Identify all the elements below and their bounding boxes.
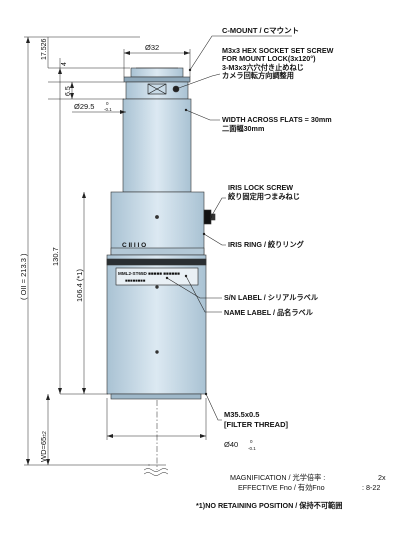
footnote-no-retaining: *1)NO RETAINING POSITION / 保持不可範囲	[196, 501, 343, 510]
callout-width-flats-jp: 二面幅30mm	[222, 124, 264, 133]
callout-width-flats: WIDTH ACROSS FLATS = 30mm	[222, 115, 332, 124]
callout-iris-lock-1: IRIS LOCK SCREW	[228, 183, 293, 192]
callout-set-screw-2: FOR MOUNT LOCK(3x120°)	[222, 54, 316, 63]
callout-set-screw-1: M3x3 HEX SOCKET SET SCREW	[222, 46, 334, 55]
dim-diameter-40-tol-lower: -0.1	[248, 446, 256, 451]
iris-scale-marks: C II I I O	[122, 242, 146, 249]
wd-tolerance: ±2	[42, 431, 48, 437]
iris-ring-lower-band	[110, 247, 205, 256]
lens-body	[106, 67, 216, 400]
filter-thread	[110, 393, 202, 400]
spec-magnification-value: 2x	[378, 473, 386, 482]
center-axis	[136, 67, 178, 476]
dim-diameter-40-tol-upper: 0	[250, 439, 253, 444]
dimension-arrows	[26, 37, 86, 465]
callout-iris-ring: IRIS RING / 絞りリング	[228, 240, 305, 249]
dim-diameter-40: Ø40	[224, 440, 238, 449]
spec-fno-label: EFFECTIVE Fno / 有効Fno	[238, 483, 325, 492]
callout-set-screw-jp-2: カメラ回転方向調整用	[222, 71, 294, 80]
dim-flange: 17.526	[41, 38, 48, 60]
callout-filter-thread-2: [FILTER THREAD]	[224, 420, 289, 429]
c-mount-thread	[130, 67, 184, 78]
dim-diameter-29-5-tol-lower: -0.1	[104, 107, 112, 112]
callout-filter-thread-1: M35.5x0.5	[224, 410, 259, 419]
wd-value: WD=65	[39, 437, 48, 462]
dim-total-oi: ( OII = 213.3 )	[19, 253, 28, 300]
name-label-plate	[115, 267, 199, 286]
dark-band	[106, 258, 207, 266]
upper-barrel	[122, 98, 192, 193]
dim-working-distance: WD=65±2	[39, 431, 48, 462]
dim-6-5: 6.5	[65, 86, 72, 96]
spec-fno-value: : 8-22	[362, 483, 381, 492]
dim-4: 4	[61, 62, 68, 66]
label-plate-text: MML2-ST65D ■■■■■ ■■■■■■	[118, 271, 180, 276]
dim-diameter-29-5: Ø29.5	[74, 102, 94, 111]
mount-collar	[123, 76, 191, 83]
iris-ring-screw-hole	[155, 215, 159, 219]
callout-leaders	[166, 35, 292, 421]
spec-magnification-label: MAGNIFICATION / 光学倍率 :	[230, 473, 326, 482]
diameter-dims	[72, 49, 207, 440]
dim-length-130-7: 130.7	[51, 247, 60, 266]
dim-diameter-32: Ø32	[145, 43, 159, 52]
dim-diameter-29-5-tol-upper: 0	[106, 101, 109, 106]
callout-name-label: NAME LABEL / 品名ラベル	[224, 308, 314, 317]
callout-iris-lock-2: 絞り固定用つまみねじ	[228, 192, 300, 201]
callout-c-mount: C-MOUNT / Cマウント	[222, 26, 299, 35]
left-dimensions	[24, 36, 150, 466]
callout-set-screw-jp-1: 3-M3x3六穴付き止めねじ	[222, 63, 304, 72]
callout-sn-label: S/N LABEL / シリアルラベル	[224, 293, 319, 302]
label-plate-text-2: ■■■■■■■■	[125, 278, 146, 283]
dim-length-106-4: 106.4 (*1)	[75, 269, 84, 302]
